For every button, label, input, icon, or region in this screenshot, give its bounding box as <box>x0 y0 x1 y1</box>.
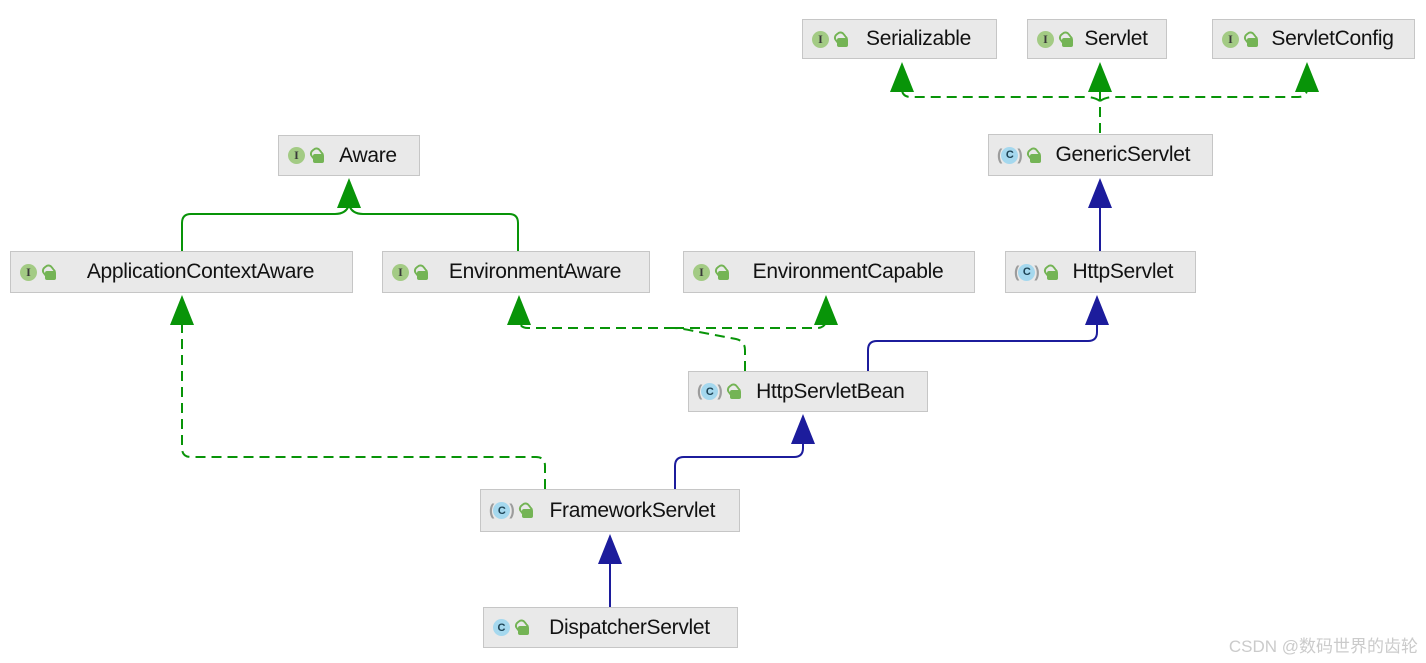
abstract-class-icon: (C) <box>489 502 515 519</box>
edge-httpservletbean-extends-httpservlet <box>867 295 1109 371</box>
interface-icon: I <box>392 263 409 281</box>
class-node-genericservlet[interactable]: (C) GenericServlet <box>988 134 1213 176</box>
node-label: GenericServlet <box>1055 143 1191 166</box>
node-label: ApplicationContextAware <box>86 260 315 283</box>
interface-icon: I <box>812 30 829 48</box>
public-unlocked-padlock-icon <box>715 265 729 280</box>
node-label: Aware <box>339 143 397 167</box>
interface-icon: I <box>1222 30 1239 48</box>
node-label: ServletConfig <box>1271 27 1394 50</box>
interface-node-applicationcontextaware[interactable]: I ApplicationContextAware <box>10 251 353 293</box>
class-icon: C <box>493 619 510 636</box>
public-unlocked-padlock-icon <box>1027 148 1041 163</box>
node-label: EnvironmentCapable <box>752 260 944 283</box>
public-unlocked-padlock-icon <box>42 265 56 280</box>
interface-node-environmentcapable[interactable]: I EnvironmentCapable <box>683 251 975 293</box>
interface-node-aware[interactable]: I Aware <box>278 135 420 176</box>
edge-genericservlet-implements-interfaces <box>890 62 1319 133</box>
edge-httpservlet-extends-genericservlet <box>1088 178 1112 251</box>
abstract-class-icon: (C) <box>697 383 723 400</box>
public-unlocked-padlock-icon <box>834 32 848 47</box>
interface-icon: I <box>20 263 37 281</box>
interface-node-environmentaware[interactable]: I EnvironmentAware <box>382 251 650 293</box>
public-unlocked-padlock-icon <box>519 503 533 518</box>
node-label: HttpServlet <box>1072 260 1174 283</box>
class-node-dispatcherservlet[interactable]: C DispatcherServlet <box>483 607 738 648</box>
node-label: DispatcherServlet <box>549 615 710 639</box>
edge-httpservletbean-implements-environment <box>507 295 838 371</box>
interface-node-serializable[interactable]: I Serializable <box>802 19 997 59</box>
public-unlocked-padlock-icon <box>515 620 529 635</box>
node-label: Serializable <box>866 27 971 50</box>
public-unlocked-padlock-icon <box>727 384 741 399</box>
interface-icon: I <box>288 147 305 164</box>
abstract-class-icon: (C) <box>997 146 1023 164</box>
edge-frameworkservlet-implements-applicationcontextaware <box>170 295 546 489</box>
public-unlocked-padlock-icon <box>414 265 428 280</box>
class-node-httpservlet[interactable]: (C) HttpServlet <box>1005 251 1196 293</box>
public-unlocked-padlock-icon <box>1244 32 1258 47</box>
interface-icon: I <box>1037 30 1054 48</box>
edge-dispatcherservlet-extends-frameworkservlet <box>598 534 622 607</box>
edge-frameworkservlet-extends-httpservletbean <box>674 414 815 489</box>
interface-node-servletconfig[interactable]: I ServletConfig <box>1212 19 1415 59</box>
edge-applicationcontextaware-extends-aware <box>181 204 350 251</box>
public-unlocked-padlock-icon <box>310 148 324 163</box>
class-node-frameworkservlet[interactable]: (C) FrameworkServlet <box>480 489 740 532</box>
public-unlocked-padlock-icon <box>1059 32 1073 47</box>
interface-node-servlet[interactable]: I Servlet <box>1027 19 1167 59</box>
abstract-class-icon: (C) <box>1014 263 1040 281</box>
public-unlocked-padlock-icon <box>1044 265 1058 280</box>
node-label: FrameworkServlet <box>549 498 716 522</box>
edge-environmentaware-extends-aware <box>337 178 519 251</box>
class-node-httpservletbean[interactable]: (C) HttpServletBean <box>688 371 928 412</box>
node-label: HttpServletBean <box>756 379 905 403</box>
interface-icon: I <box>693 263 710 281</box>
node-label: Servlet <box>1084 27 1148 50</box>
node-label: EnvironmentAware <box>448 260 622 283</box>
csdn-watermark: CSDN @数码世界的齿轮 <box>1228 637 1418 656</box>
